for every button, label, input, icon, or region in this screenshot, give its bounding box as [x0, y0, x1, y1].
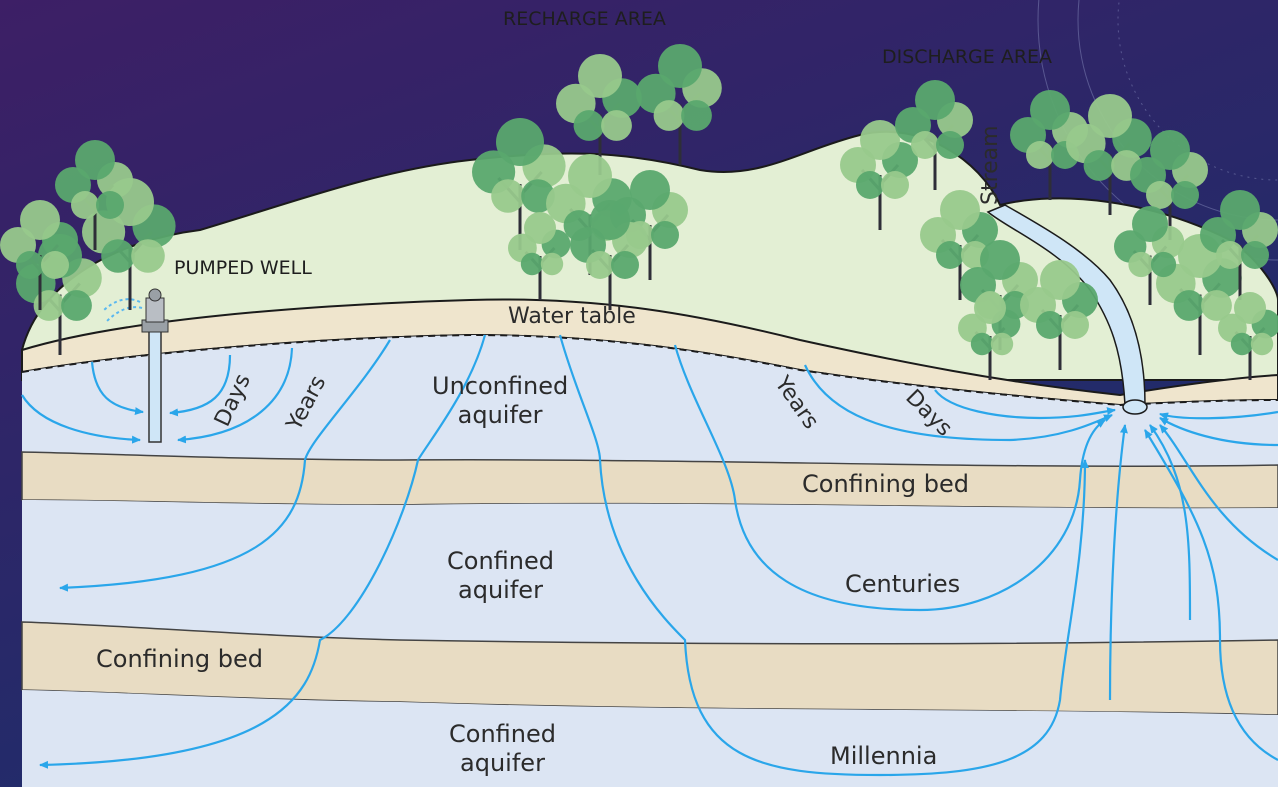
unconfined-aquifer-line2: aquifer [432, 401, 568, 430]
confining-bed-upper-label: Confining bed [802, 470, 969, 499]
unconfined-aquifer-label: Unconfined aquifer [432, 372, 568, 430]
stream-outlet [1123, 400, 1147, 414]
centuries-label: Centuries [845, 570, 960, 599]
water-table-label: Water table [508, 304, 636, 330]
confined-aquifer-upper-line2: aquifer [447, 576, 554, 605]
confined-aquifer-lower-label: Confined aquifer [449, 720, 556, 778]
stream-label: Stream [978, 125, 1004, 205]
confined-aquifer-lower-line1: Confined [449, 720, 556, 749]
confined-aquifer-upper-label: Confined aquifer [447, 547, 554, 605]
recharge-area-label: RECHARGE AREA [503, 8, 666, 31]
confining-bed-lower-label: Confining bed [96, 645, 263, 674]
confined-aquifer-lower-line2: aquifer [449, 749, 556, 778]
discharge-area-label: DISCHARGE AREA [882, 46, 1052, 69]
confined-aquifer-upper [22, 500, 1278, 644]
unconfined-aquifer-line1: Unconfined [432, 372, 568, 401]
confined-aquifer-upper-line1: Confined [447, 547, 554, 576]
pumped-well-label: PUMPED WELL [174, 257, 312, 280]
millennia-label: Millennia [830, 742, 937, 771]
